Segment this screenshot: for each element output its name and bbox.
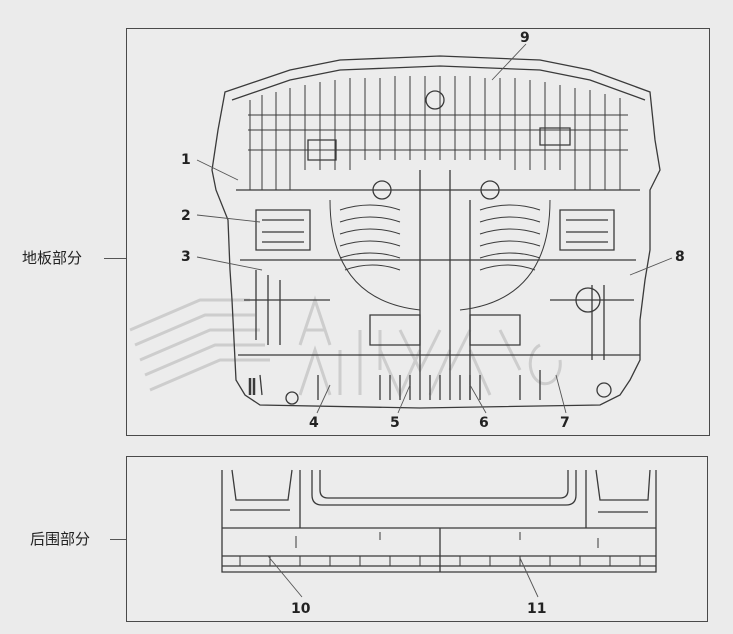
callout-2: 2 — [181, 208, 191, 224]
rear-section-leader — [110, 539, 126, 540]
floor-section-label: 地板部分 — [22, 249, 83, 267]
callout-6: 6 — [479, 415, 489, 431]
callout-8: 8 — [675, 249, 685, 265]
callout-leaders — [196, 43, 673, 598]
callout-4: 4 — [309, 415, 319, 431]
callout-10: 10 — [291, 601, 311, 617]
watermark — [129, 295, 562, 399]
callout-1: 1 — [181, 152, 191, 168]
callout-9: 9 — [520, 30, 530, 46]
rear-section-label: 后围部分 — [30, 530, 91, 548]
floor-pan-drawing — [211, 55, 661, 409]
rear-panel-diagram-frame — [126, 456, 708, 622]
callout-3: 3 — [181, 249, 191, 265]
callout-11: 11 — [527, 601, 546, 617]
rear-panel-drawing — [221, 469, 657, 573]
callout-5: 5 — [390, 415, 400, 431]
floor-section-leader — [104, 258, 126, 259]
callout-7: 7 — [560, 415, 570, 431]
